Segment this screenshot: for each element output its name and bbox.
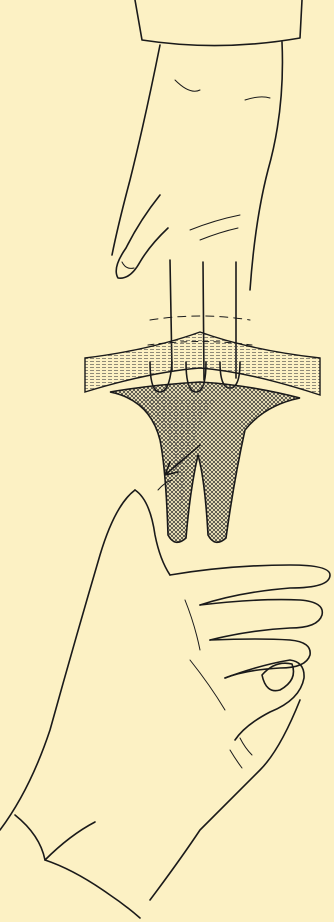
upper-sleeve bbox=[135, 0, 302, 46]
lower-finger-2 bbox=[200, 600, 322, 640]
upper-hand bbox=[112, 0, 302, 380]
lower-finger-3 bbox=[210, 639, 310, 678]
lower-sleeve bbox=[15, 815, 140, 918]
tissue-layer bbox=[85, 332, 320, 542]
lower-hand bbox=[0, 490, 330, 918]
lower-finger-1 bbox=[170, 565, 330, 605]
